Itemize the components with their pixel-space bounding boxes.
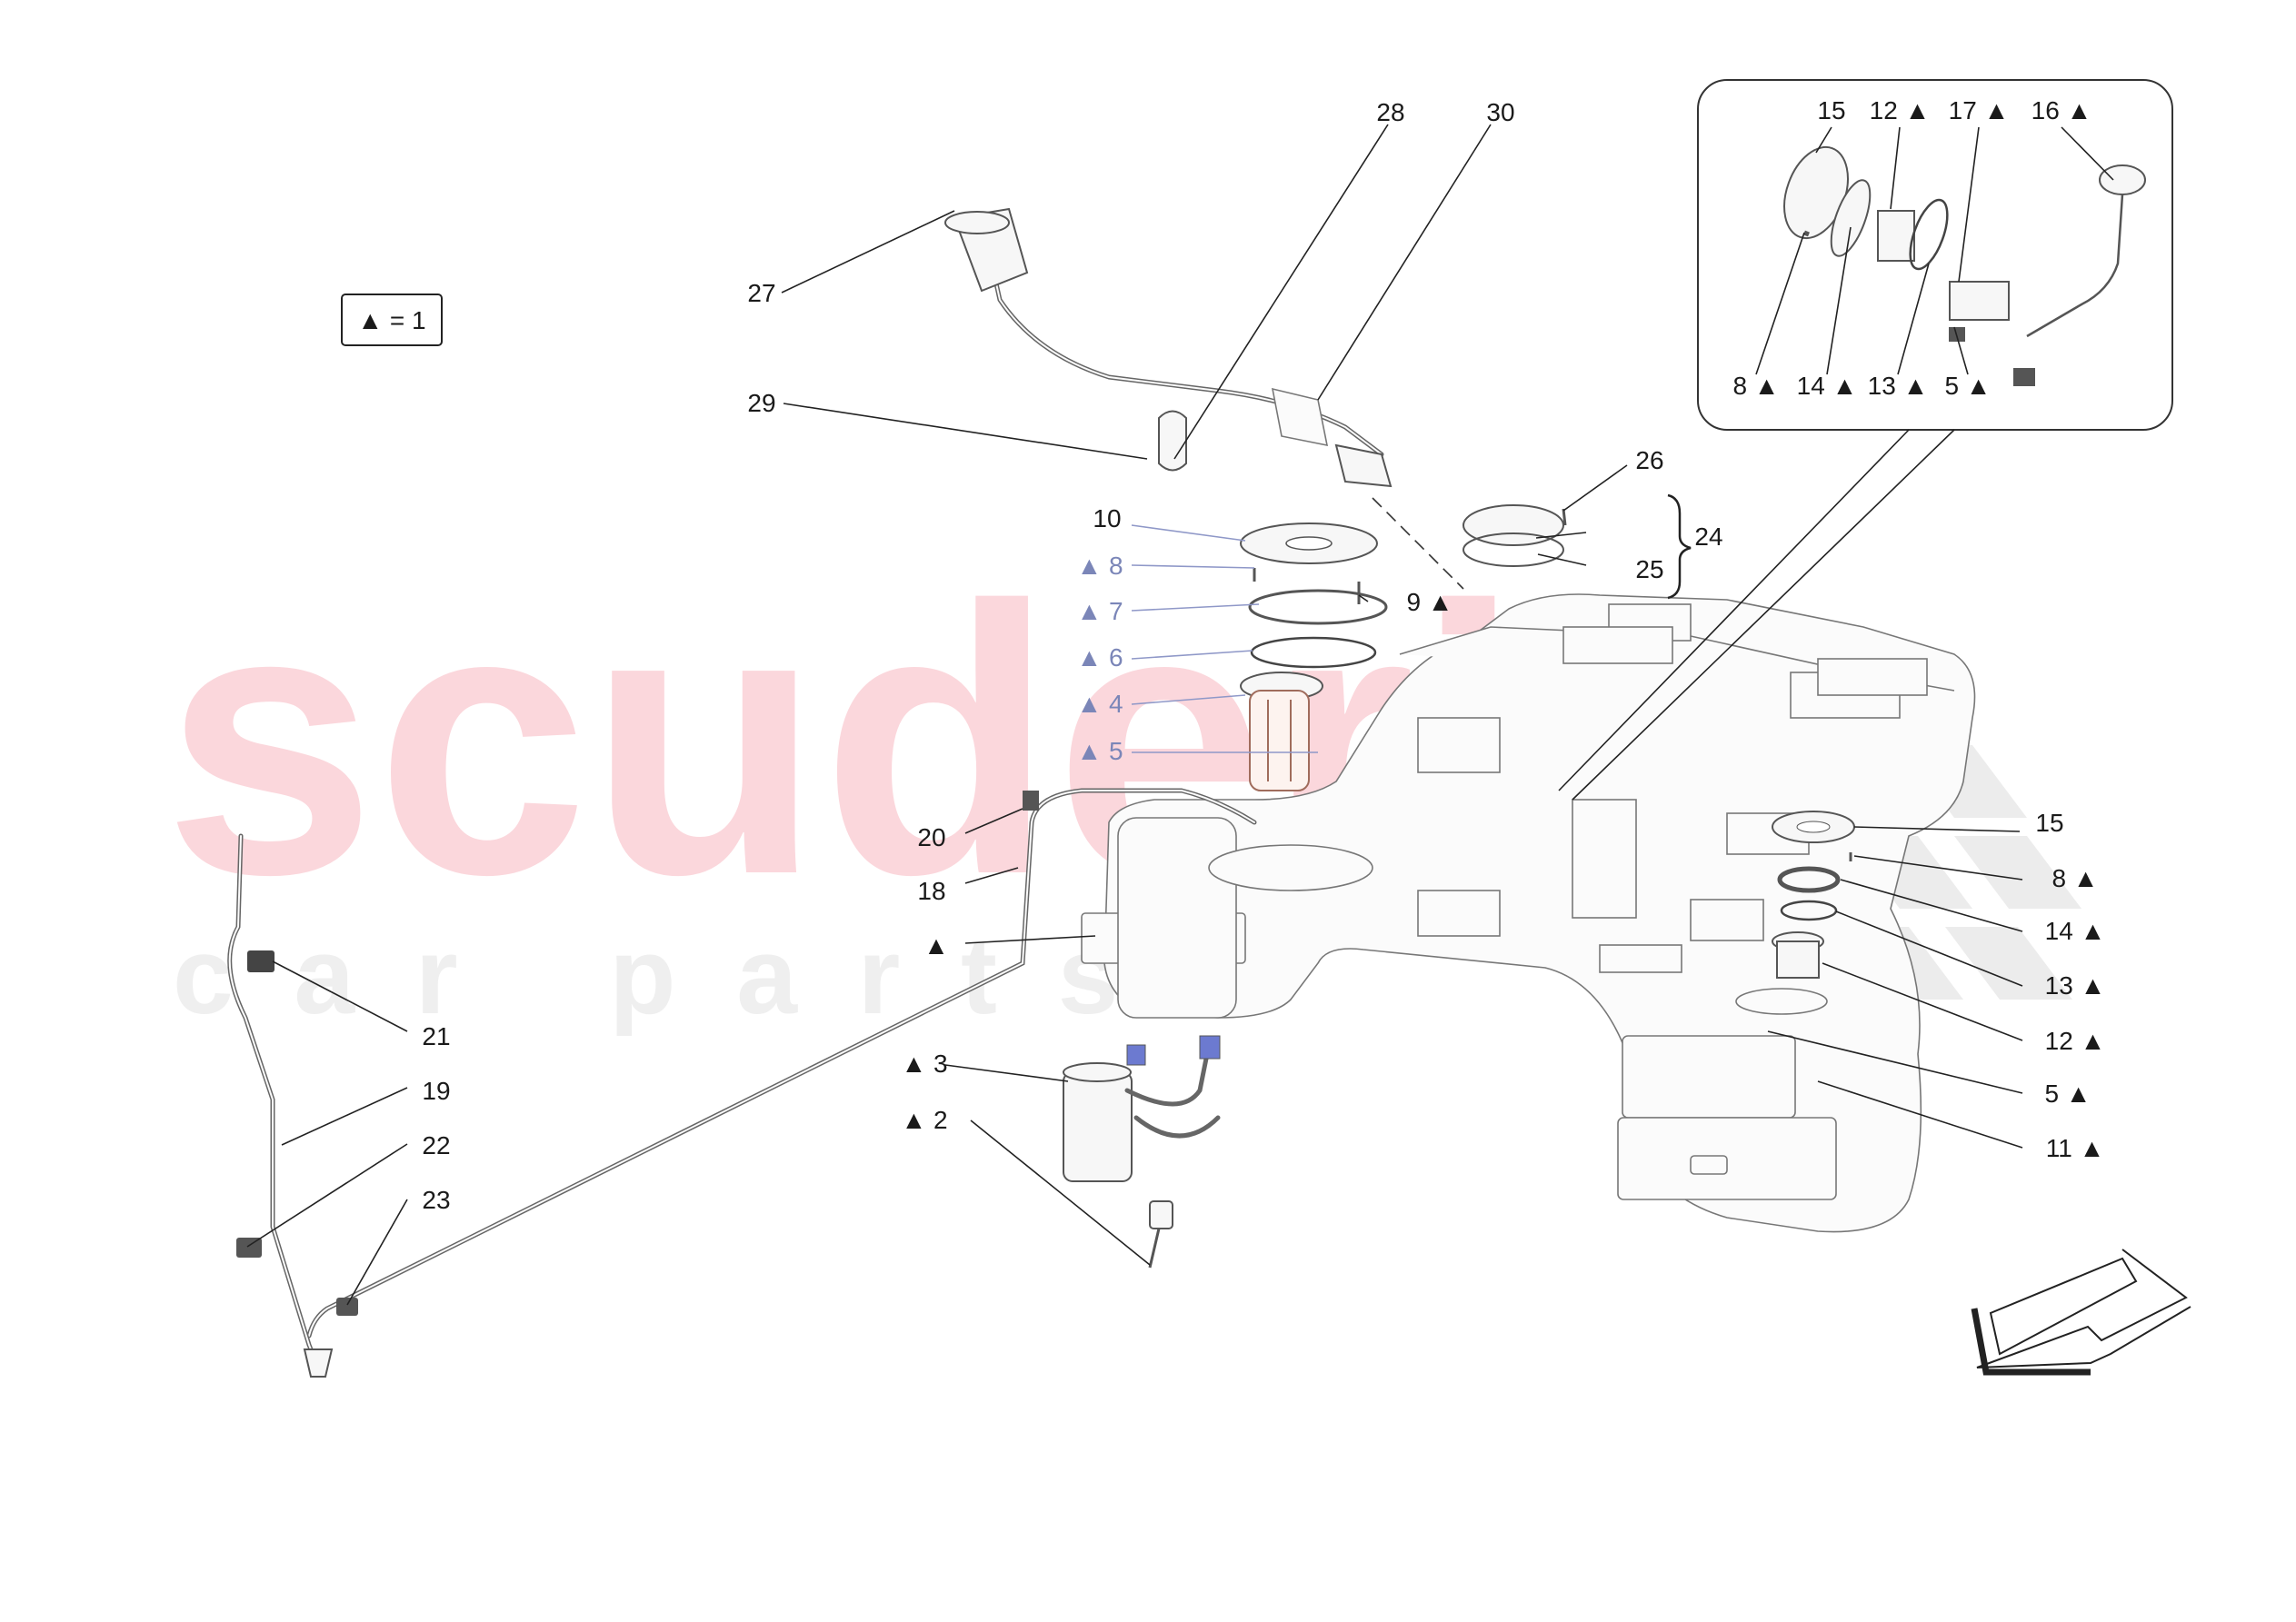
label-19: 19: [422, 1077, 450, 1105]
side-label-11: 11 ▲: [2046, 1134, 2105, 1162]
label-28: 28: [1376, 98, 1404, 126]
label-4: ▲ 4: [1076, 690, 1123, 718]
side-label-12: 12 ▲: [2045, 1027, 2106, 1055]
label-20: 20: [917, 823, 945, 851]
detail-inset: 15 12 ▲ 17 ▲ 16 ▲ 8 ▲ 14 ▲ 13 ▲ 5 ▲: [1697, 79, 2173, 431]
part-labels: 27 28 30 29 10 ▲ 8 ▲ 7 ▲ 6 ▲ 4 ▲ 5 9 ▲ 2…: [422, 98, 2105, 1214]
inset-label-14: 14 ▲: [1797, 372, 1858, 400]
inset-label-16: 16 ▲: [2031, 96, 2092, 124]
filler-neck: [944, 207, 1393, 488]
label-22: 22: [422, 1131, 450, 1159]
label-8: ▲ 8: [1076, 552, 1123, 580]
legend-text: ▲ = 1: [357, 306, 425, 334]
label-24: 24: [1694, 522, 1722, 551]
side-label-15: 15: [2035, 809, 2063, 837]
fuel-line: [306, 788, 1257, 1338]
fuel-tank: [1081, 593, 1976, 1233]
label-6: ▲ 6: [1076, 643, 1123, 672]
label-7: ▲ 7: [1076, 597, 1123, 625]
inset-label-15: 15: [1817, 96, 1845, 124]
direction-arrow: [1971, 1249, 2191, 1376]
inset-label-13: 13 ▲: [1868, 372, 1929, 400]
label-3: ▲ 3: [901, 1050, 947, 1078]
legend-box: ▲ = 1: [341, 294, 443, 346]
side-label-14: 14 ▲: [2045, 917, 2106, 945]
label-29: 29: [747, 389, 775, 417]
label-9: 9 ▲: [1406, 588, 1452, 616]
label-27: 27: [747, 279, 775, 307]
tank-cap: [1462, 493, 1692, 600]
label-30: 30: [1486, 98, 1514, 126]
fuel-filter-canister: [1063, 1035, 1221, 1182]
label-21: 21: [422, 1022, 450, 1050]
label-18: 18: [917, 877, 945, 905]
inset-pointer: [1558, 429, 1955, 801]
label-tank-triangle: ▲: [923, 931, 949, 960]
side-ring-parts: [1772, 811, 1855, 979]
label-25: 25: [1635, 555, 1663, 583]
inset-label-5: 5 ▲: [1944, 372, 1991, 400]
label-5: ▲ 5: [1076, 737, 1123, 765]
watermark-sub: c a r p a r t s: [173, 915, 1118, 1037]
vent-line: [227, 833, 358, 1378]
inset-label-17: 17 ▲: [1949, 96, 2010, 124]
label-23: 23: [422, 1186, 450, 1214]
flange-parts: [1240, 522, 1388, 669]
side-label-8: 8 ▲: [2051, 864, 2098, 892]
side-label-5: 5 ▲: [2044, 1080, 2091, 1108]
side-label-13: 13 ▲: [2045, 971, 2106, 1000]
inset-label-8: 8 ▲: [1732, 372, 1779, 400]
leader-lines: [246, 124, 2023, 1306]
inset-label-12: 12 ▲: [1870, 96, 1931, 124]
label-26: 26: [1635, 446, 1663, 474]
label-2: ▲ 2: [901, 1106, 947, 1134]
label-10: 10: [1093, 504, 1121, 532]
pressure-sensor: [1148, 1200, 1173, 1269]
leader-lines-blue: [1131, 524, 1318, 753]
fuel-pump-module: [1240, 672, 1323, 791]
